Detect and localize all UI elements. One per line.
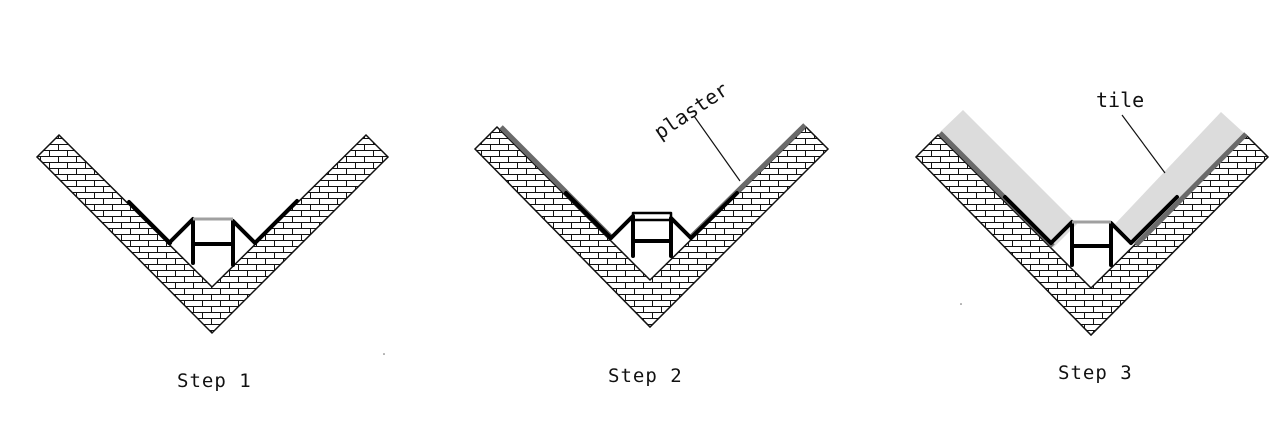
scan-speck [383, 353, 385, 355]
tile-layer [940, 110, 1244, 248]
step-2-caption: Step 2 [608, 365, 683, 387]
brick-wall [35, 133, 390, 335]
step-2-diagram: plaster [473, 77, 830, 329]
step-3-diagram: tile [914, 88, 1270, 337]
scan-speck [960, 303, 962, 305]
plaster-leader-line [693, 115, 741, 182]
plaster-callout: plaster [649, 77, 732, 144]
step-1-caption: Step 1 [177, 370, 252, 392]
corner-cavity [623, 251, 678, 278]
brick-wall [473, 125, 830, 329]
step-1-diagram [35, 133, 390, 335]
corner-profile [564, 191, 739, 258]
corner-cavity [185, 258, 240, 285]
tile-leader-line [1121, 114, 1166, 174]
step-3-caption: Step 3 [1058, 362, 1133, 384]
tile-callout: tile [1096, 88, 1144, 112]
corner-cavity [1064, 259, 1119, 286]
brick-wall [914, 133, 1270, 337]
